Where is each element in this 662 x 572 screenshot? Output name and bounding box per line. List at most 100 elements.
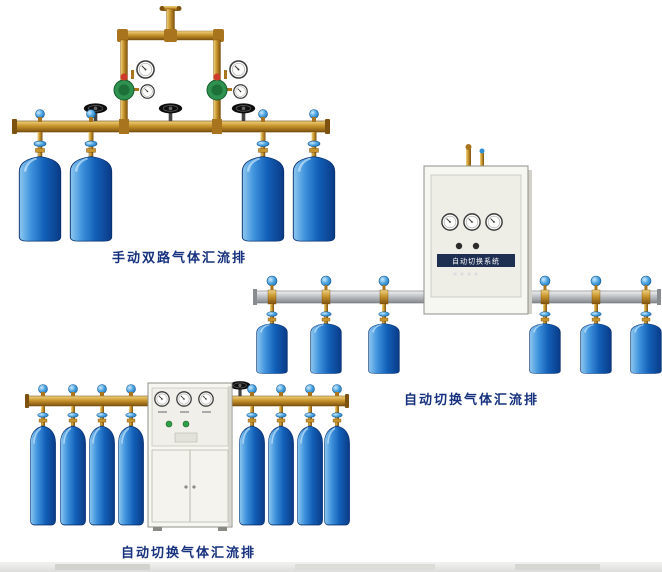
green-indicator [165,420,173,428]
cabinet-top-fitting-cap [465,144,472,150]
manifold-end-cap [325,119,330,134]
door-handle [184,485,188,489]
cabinet-nameplate [437,254,515,267]
drop-pipe [335,406,339,413]
knob-stem [41,392,45,396]
rail-tee [591,289,601,305]
gas-cylinder [59,424,87,526]
cylinder-valve [590,311,602,325]
cylinder-connection [304,384,316,426]
elbow-left [117,29,128,42]
cylinder-valve [96,412,108,426]
rail-tee [379,289,389,305]
rail-tee [321,289,331,305]
cabinet-nameplate-text: 自动切换系统 [452,257,500,266]
drop-pipe [308,406,312,413]
gauge-stub [224,70,227,79]
pressure-gauge [485,213,503,231]
knob-stem [312,117,316,122]
pressure-gauge [176,391,192,407]
rail-tee [641,289,651,305]
cylinder-valve-knob [590,275,602,287]
cylinder-valve [331,412,343,426]
cylinder-valve [320,311,332,325]
cylinder-valve-knob [266,275,278,287]
gas-cylinder [117,424,145,526]
knob-stem [71,392,75,396]
cylinder-valve [640,311,652,325]
indicator-led [453,272,457,276]
gas-cylinder [323,424,351,526]
gas-cylinder [267,424,295,526]
figure-manual-dual-manifold [12,6,336,242]
manifold-end-cap [25,394,29,408]
regulator-hub [118,84,130,96]
drop-pipe [644,304,648,312]
cylinder-valve [125,412,137,426]
pressure-gauge [136,60,155,79]
gas-cylinder [528,322,562,374]
cabinet-shadow [528,170,532,314]
drop-pipe [100,406,104,413]
manifold-tube [15,120,327,133]
gas-cylinder [238,424,266,526]
outlet-tee [163,6,178,11]
elbow-right [213,29,224,42]
cylinder-valve [246,412,258,426]
drop-pipe [37,132,43,143]
gauge-stub [130,88,139,91]
regulator-red-knob [120,73,128,81]
pressure-regulator-left [113,60,155,101]
pressure-gauge [140,84,155,99]
rail-end-cap [253,289,257,305]
knob-stem [308,392,312,396]
cylinder-connection [125,384,137,426]
adjacent-image-strip [0,562,662,572]
gas-cylinder [579,322,613,374]
tee-fitting [164,29,177,42]
manifold-end-cap [345,394,349,408]
drop-pipe [279,406,283,413]
cylinder-connection [256,109,270,157]
cylinder-valve [275,412,287,426]
drop-pipe [543,304,547,312]
cabinet-shadow [228,386,231,526]
pressure-regulator-right [206,60,248,101]
cylinder-connection [307,109,321,157]
green-indicator [182,420,190,428]
cylinder-connection [246,384,258,426]
rail-end-cap [657,289,661,305]
knob-stem [279,392,283,396]
drop-pipe [270,304,274,312]
gas-cylinder [241,155,285,242]
gas-cylinder [69,155,113,242]
cylinder-connection [378,275,390,325]
panel-plate [174,432,198,443]
pressure-gauge [441,213,459,231]
control-cabinet [147,382,233,531]
figure-caption-auto-switch-wall: 自动切换气体汇流排 [404,393,540,408]
cylinder-connection [84,109,98,157]
drop-pipe [41,406,45,413]
knob-stem [594,285,598,290]
figure-caption-auto-switch-floor: 自动切换气体汇流排 [121,546,257,561]
gauge-label [202,411,211,413]
pressure-gauge [229,60,248,79]
cylinder-valve [304,412,316,426]
knob-stem [543,285,547,290]
drop-pipe [382,304,386,312]
indicator-led [474,272,478,276]
cylinder-valve [307,140,321,157]
cylinder-connection [331,384,343,426]
knob-stem [250,392,254,396]
panel-knob [472,242,480,250]
cylinder-valve [378,311,390,325]
figure-caption-manual-dual-manifold: 手动双路气体汇流排 [112,251,248,266]
pressure-gauge [198,391,214,407]
drop-pipe [594,304,598,312]
gas-cylinder [629,322,662,374]
cylinder-connection [33,109,47,157]
rail-tee [540,289,550,305]
strip-fragment [515,564,600,570]
